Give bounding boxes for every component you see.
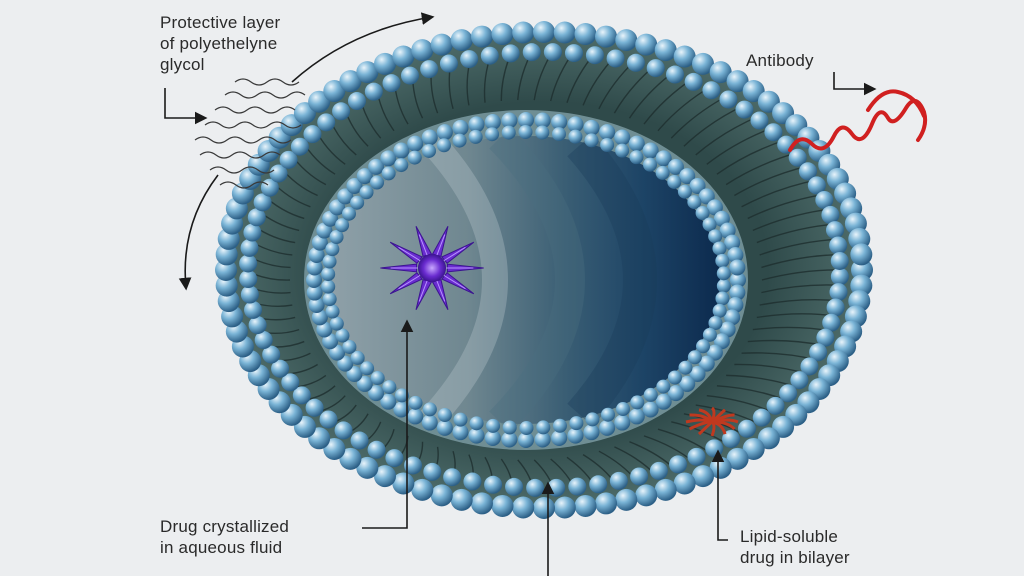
lipid-drug-pointer-arrow: [711, 449, 728, 541]
inner-lipid-heads: [306, 112, 746, 448]
core-bands: [420, 127, 657, 433]
antibody-strand: [788, 89, 928, 152]
arrows: [164, 12, 877, 576]
peg-pointer-arrow: [164, 88, 208, 125]
rotation-arrow-left: [178, 174, 219, 291]
label-drug-line-2: in aqueous fluid: [160, 538, 283, 557]
label-protective-line-2: of polyethelyne: [160, 34, 278, 53]
label-drug-line-1: Drug crystallized: [160, 517, 290, 536]
crystal-pointer-arrow: [362, 319, 414, 529]
label-lipid-line-1: Lipid-soluble: [740, 527, 839, 546]
label-lipid-line-2: drug in bilayer: [740, 548, 850, 567]
label-antibody-text: Antibody: [746, 51, 814, 70]
label-protective-layer: Protective layer of polyethelyne glycol: [160, 12, 280, 75]
liposome: [215, 21, 873, 519]
drug-crystal: [380, 225, 484, 311]
outer-lipid-heads: [215, 21, 873, 519]
lipid-soluble-drug: [685, 406, 739, 437]
label-protective-line-3: glycol: [160, 55, 205, 74]
label-protective-line-1: Protective layer: [160, 13, 281, 32]
label-lipid-soluble: Lipid-soluble drug in bilayer: [740, 526, 850, 568]
antibody-pointer-arrow: [833, 72, 877, 96]
label-antibody: Antibody: [746, 50, 814, 71]
aqueous-core: [332, 136, 720, 424]
label-drug-crystallized: Drug crystallized in aqueous fluid: [160, 516, 289, 558]
rotation-arrow-top: [291, 12, 435, 83]
peg-strands: [194, 78, 306, 189]
